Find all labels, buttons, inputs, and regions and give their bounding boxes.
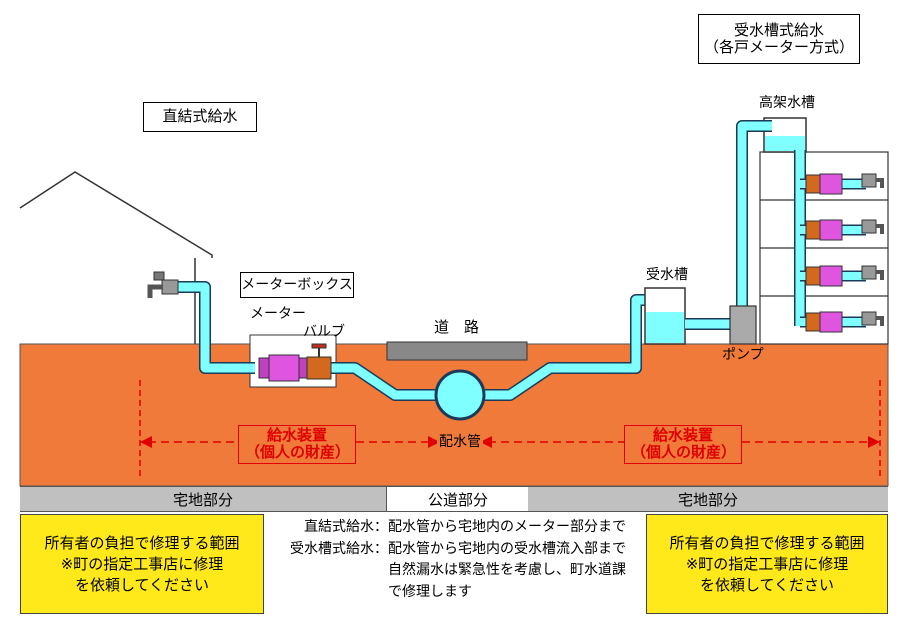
note-middle-row1: 直結式給水：配水管から宅地内のメーター部分まで [278,517,646,539]
valve-icon [306,343,332,380]
road-label: 道 路 [434,318,480,336]
meter-label: メーター [250,306,306,322]
faucet-icon [147,271,179,298]
note-left: 所有者の負担で修理する範囲 ※町の指定工事店に修理 を依頼してください [20,514,264,614]
meter-icon [258,354,308,382]
ownership-left-line1: 給水装置 [266,426,327,444]
main-pipe-label: 配水管 [437,434,483,450]
main-pipe [434,369,486,421]
ownership-left-line2: （個人の財産） [245,443,351,462]
pump-label: ポンプ [722,347,764,363]
section-left: 宅地部分 [20,486,386,512]
receiving-tank-water [646,312,684,343]
note-right-line2: ※町の指定工事店に修理 [685,554,849,573]
boundary-lines [139,380,881,480]
pump [729,305,757,345]
floor-branch-4 [800,311,884,333]
ownership-right-line2: （個人の財産） [631,443,737,462]
section-center-text: 公道部分 [427,490,488,509]
service-pipe-left [176,282,255,373]
title-tank: 受水槽式給水 （各戸メーター方式） [698,14,860,64]
valve-label: バルブ [303,324,345,340]
note-middle-row3-text: 自然漏水は緊急性を考慮し、町水道課 [388,562,626,579]
section-right-text: 宅地部分 [677,490,738,509]
note-middle-row2-label: 受水槽式給水： [290,540,388,557]
floor-branch-1 [800,173,884,195]
service-pipe-left-2 [330,363,435,400]
note-middle-row2: 受水槽式給水：配水管から宅地内の受水槽流入部まで [278,539,646,561]
ownership-left: 給水装置 （個人の財産） [238,425,356,464]
floor-branch-2 [800,219,884,241]
note-middle-row4-text: で修理します [388,584,472,601]
note-middle: 直結式給水：配水管から宅地内のメーター部分まで 受水槽式給水：配水管から宅地内の… [264,514,646,614]
ownership-right: 給水装置 （個人の財産） [624,425,742,464]
note-middle-row3: 自然漏水は緊急性を考慮し、町水道課 [278,560,646,582]
meter-box-label-text: メーターボックス [241,276,353,293]
note-middle-row1-text: 配水管から宅地内のメーター部分まで [388,519,626,535]
title-tank-line1: 受水槽式給水 [733,20,824,39]
floor-branch-3 [800,265,884,287]
section-left-text: 宅地部分 [172,490,233,509]
elevated-tank-label: 高架水槽 [759,95,815,111]
note-middle-row2-text: 配水管から宅地内の受水槽流入部まで [388,540,626,557]
note-right: 所有者の負担で修理する範囲 ※町の指定工事店に修理 を依頼してください [646,514,888,614]
road-surface [386,341,528,361]
receiving-tank-label: 受水槽 [646,267,688,283]
note-left-line3: を依頼してください [74,575,210,594]
note-right-line1: 所有者の負担で修理する範囲 [669,533,865,552]
apartment-building [759,151,889,345]
house-roof [19,171,213,258]
note-right-line3: を依頼してください [699,575,835,594]
title-tank-line2: （各戸メーター方式） [703,38,854,56]
section-center: 公道部分 [386,486,530,512]
title-direct: 直結式給水 [143,102,257,132]
elevated-tank-water [765,136,805,151]
arrow-heads [140,436,880,448]
meter-box-label: メーターボックス [240,272,354,298]
section-right: 宅地部分 [528,486,888,512]
note-left-line2: ※町の指定工事店に修理 [60,554,224,573]
riser-pipe [737,121,772,310]
title-direct-text: 直結式給水 [162,107,238,126]
note-middle-row4: で修理します [278,582,646,604]
ownership-right-box: 給水装置 （個人の財産） [624,425,742,464]
note-middle-row1-label: 直結式給水： [304,519,388,535]
service-pipe-right [485,295,658,400]
note-left-line1: 所有者の負担で修理する範囲 [44,533,240,552]
ownership-left-box: 給水装置 （個人の財産） [238,425,356,464]
ownership-right-line1: 給水装置 [652,426,713,444]
